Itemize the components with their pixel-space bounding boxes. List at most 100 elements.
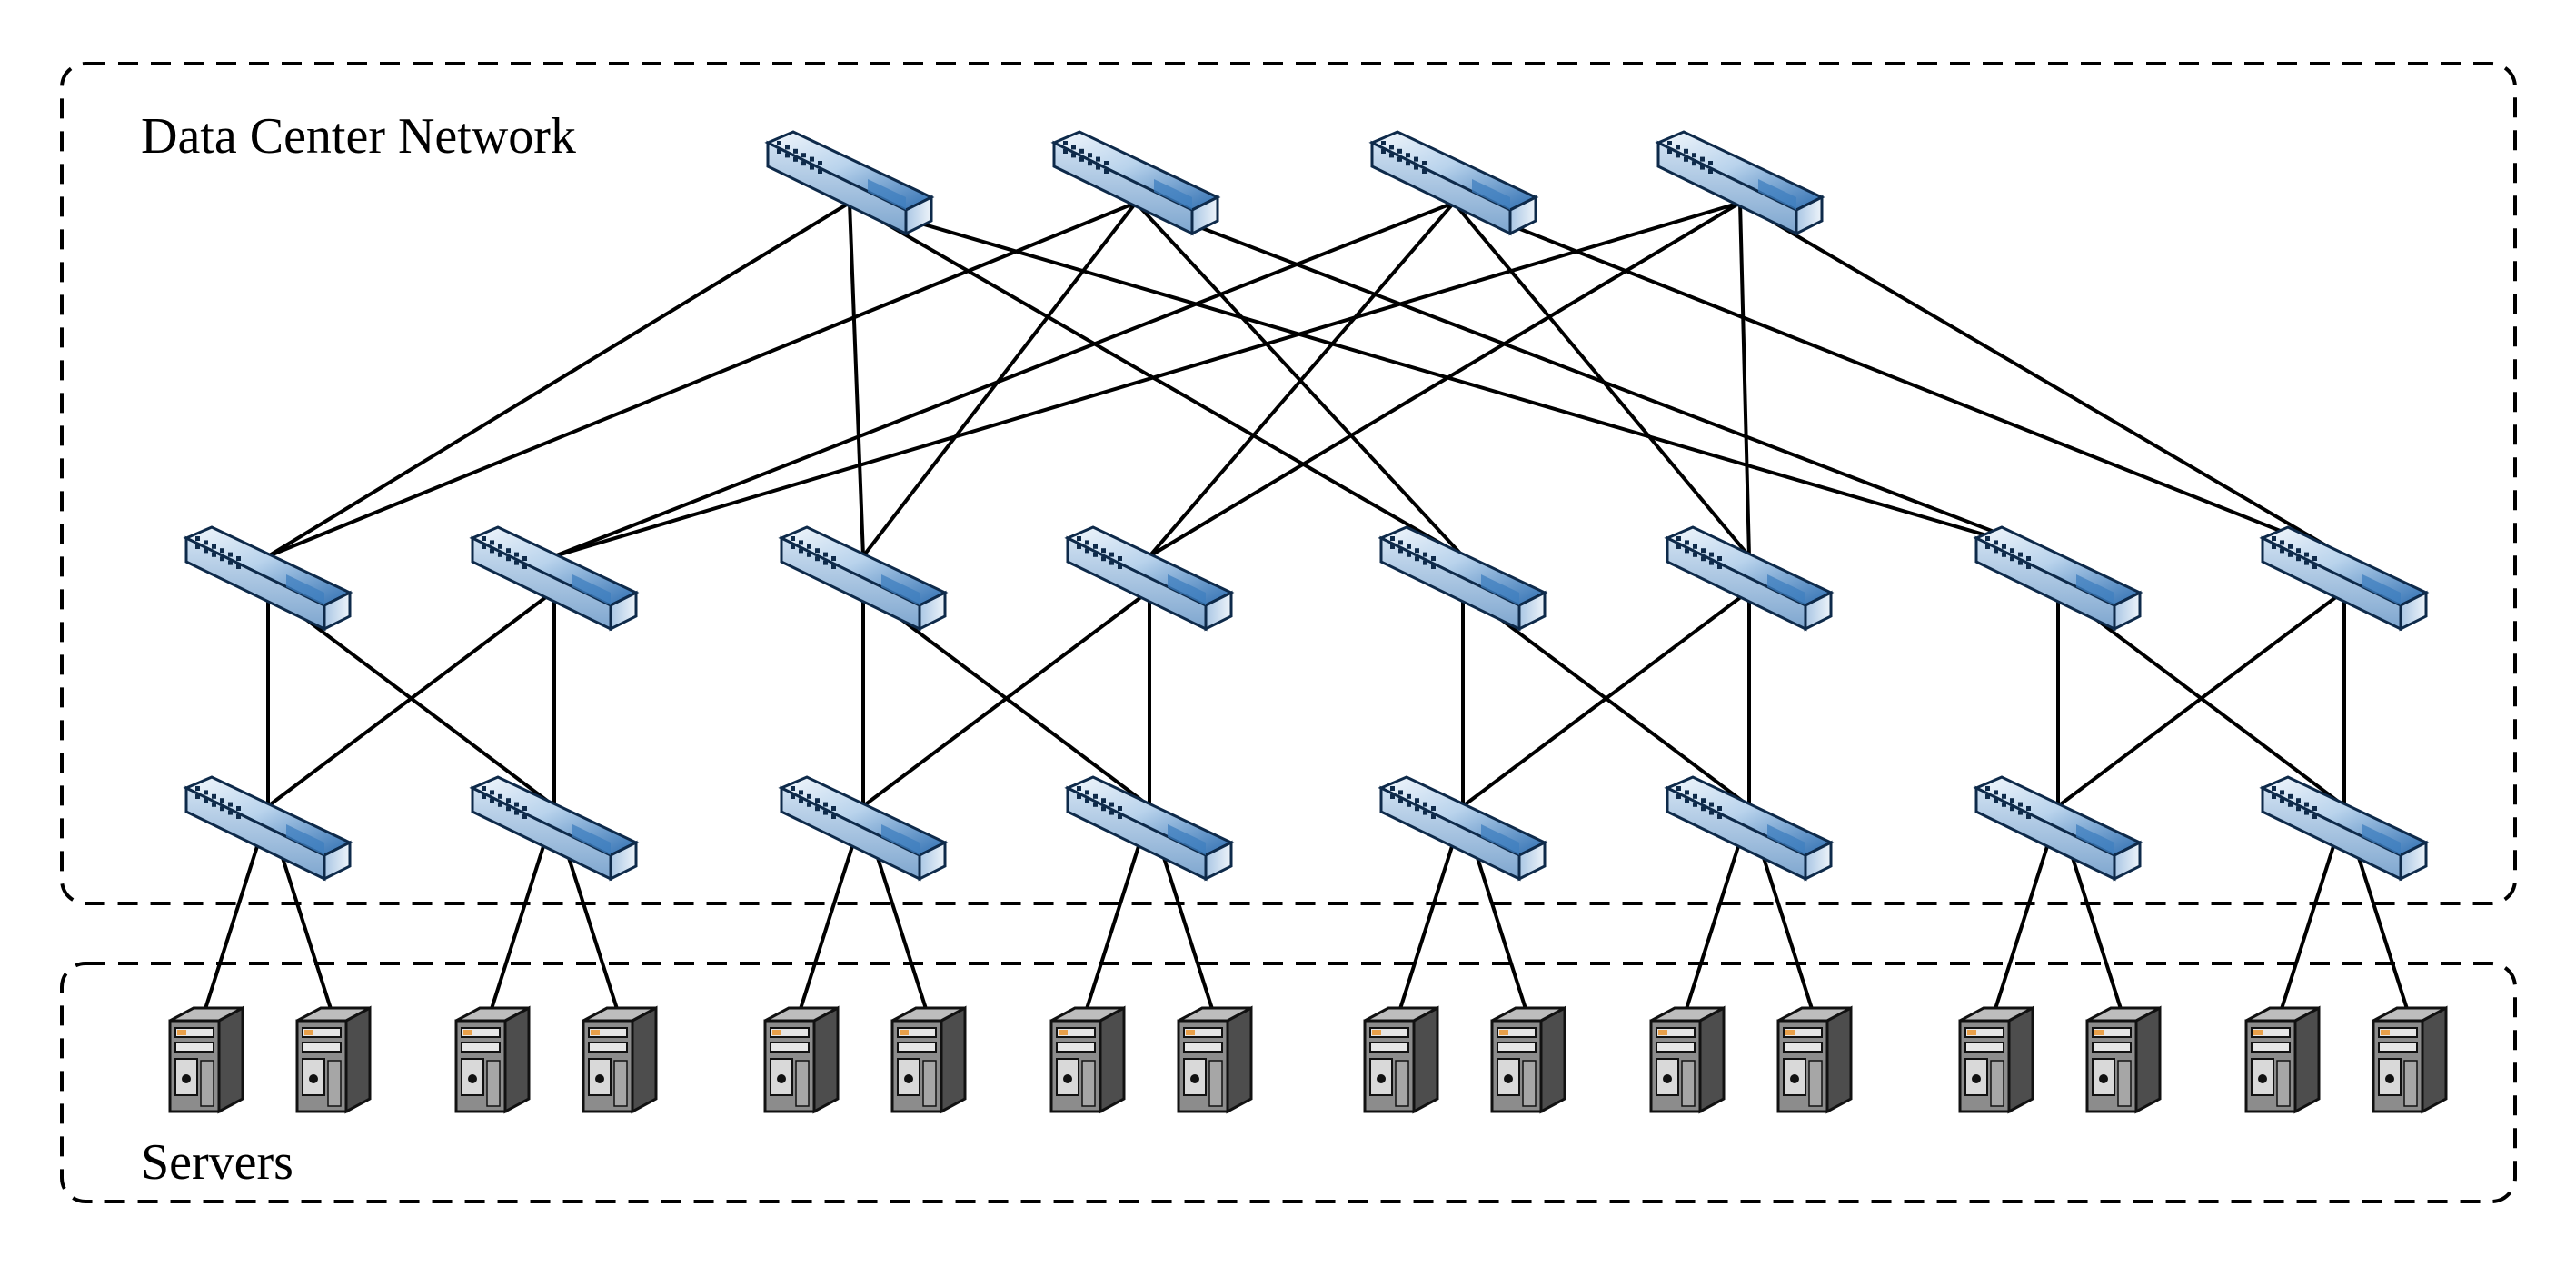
network-switch-icon [1655, 130, 1825, 236]
core-aggregation-link [849, 201, 1464, 558]
edge-server-link [1157, 840, 1215, 1013]
network-nodes [168, 130, 2448, 1114]
edge-switch-p1-2[interactable] [469, 775, 640, 882]
network-switch-icon [778, 525, 949, 632]
server-6[interactable] [890, 1005, 967, 1114]
server-tower-icon [2244, 1005, 2321, 1114]
server-15[interactable] [2244, 1005, 2321, 1114]
network-switch-icon [2259, 525, 2430, 632]
edge-server-link [562, 840, 620, 1013]
edge-server-link [1756, 840, 1815, 1013]
server-tower-icon [890, 1005, 967, 1114]
network-switch-icon [1378, 525, 1548, 632]
network-region-label: Data Center Network [141, 108, 576, 165]
server-tower-icon [1363, 1005, 1439, 1114]
aggregation-switch-p1-1[interactable] [183, 525, 353, 632]
servers-boundary [60, 962, 2517, 1203]
server-10[interactable] [1490, 1005, 1566, 1114]
server-13[interactable] [1958, 1005, 2034, 1114]
network-switch-icon [1064, 525, 1235, 632]
server-tower-icon [582, 1005, 658, 1114]
aggregation-switch-p4-1[interactable] [1973, 525, 2143, 632]
core-aggregation-link [1148, 201, 1742, 558]
core-switch-4[interactable] [1655, 130, 1825, 236]
server-4[interactable] [582, 1005, 658, 1114]
aggregation-switch-p2-2[interactable] [1064, 525, 1235, 632]
aggregation-switch-p3-2[interactable] [1664, 525, 1835, 632]
server-tower-icon [2372, 1005, 2448, 1114]
network-switch-icon [1368, 130, 1539, 236]
core-aggregation-link [1148, 201, 1456, 558]
server-tower-icon [1958, 1005, 2034, 1114]
edge-switch-p3-2[interactable] [1664, 775, 1835, 882]
edge-server-link [2352, 840, 2410, 1013]
network-switch-icon [1664, 775, 1835, 882]
server-tower-icon [168, 1005, 244, 1114]
aggregation-switch-p1-2[interactable] [469, 525, 640, 632]
edge-server-link [1993, 840, 2051, 1013]
edge-server-link [1084, 840, 1142, 1013]
edge-switch-p4-1[interactable] [1973, 775, 2143, 882]
network-boundary [60, 62, 2517, 905]
server-3[interactable] [454, 1005, 531, 1114]
edge-server-link [798, 840, 856, 1013]
server-2[interactable] [295, 1005, 372, 1114]
network-links [203, 201, 2410, 1013]
server-14[interactable] [2085, 1005, 2162, 1114]
aggregation-switch-p3-1[interactable] [1378, 525, 1548, 632]
edge-server-link [1684, 840, 1742, 1013]
edge-server-link [1470, 840, 1528, 1013]
servers-region-label: Servers [141, 1134, 293, 1191]
aggregation-switch-p2-1[interactable] [778, 525, 949, 632]
edge-server-link [203, 840, 261, 1013]
server-tower-icon [763, 1005, 840, 1114]
edge-switch-p2-2[interactable] [1064, 775, 1235, 882]
edge-switch-p2-1[interactable] [778, 775, 949, 882]
aggregation-edge-link [1461, 589, 1751, 808]
edge-server-link [2279, 840, 2337, 1013]
network-switch-icon [1064, 775, 1235, 882]
aggregation-switch-p4-2[interactable] [2259, 525, 2430, 632]
server-5[interactable] [763, 1005, 840, 1114]
network-switch-icon [469, 775, 640, 882]
server-tower-icon [2085, 1005, 2162, 1114]
aggregation-edge-link [266, 589, 556, 808]
core-aggregation-link [553, 201, 1741, 558]
core-aggregation-link [266, 201, 851, 558]
core-switch-3[interactable] [1368, 130, 1539, 236]
core-aggregation-link [1738, 201, 2346, 558]
network-switch-icon [1050, 130, 1221, 236]
core-aggregation-link [1135, 201, 2059, 558]
core-aggregation-link [267, 201, 1137, 558]
server-8[interactable] [1177, 1005, 1253, 1114]
core-aggregation-link [553, 201, 1455, 558]
edge-switch-p4-2[interactable] [2259, 775, 2430, 882]
network-switch-icon [1973, 775, 2143, 882]
edge-server-link [1397, 840, 1456, 1013]
core-aggregation-link [1453, 201, 2345, 558]
server-tower-icon [454, 1005, 531, 1114]
network-switch-icon [183, 525, 353, 632]
server-tower-icon [1177, 1005, 1253, 1114]
edge-switch-p1-1[interactable] [183, 775, 353, 882]
network-switch-icon [469, 525, 640, 632]
network-switch-icon [2259, 775, 2430, 882]
core-switch-1[interactable] [764, 130, 935, 236]
server-1[interactable] [168, 1005, 244, 1114]
server-12[interactable] [1776, 1005, 1853, 1114]
server-tower-icon [1049, 1005, 1126, 1114]
edge-switch-p3-1[interactable] [1378, 775, 1548, 882]
server-tower-icon [1776, 1005, 1853, 1114]
aggregation-edge-link [861, 589, 1151, 808]
server-16[interactable] [2372, 1005, 2448, 1114]
network-switch-icon [1973, 525, 2143, 632]
server-9[interactable] [1363, 1005, 1439, 1114]
server-7[interactable] [1049, 1005, 1126, 1114]
server-tower-icon [1649, 1005, 1726, 1114]
core-switch-2[interactable] [1050, 130, 1221, 236]
core-aggregation-link [1738, 202, 1751, 557]
server-11[interactable] [1649, 1005, 1726, 1114]
server-tower-icon [1490, 1005, 1566, 1114]
server-tower-icon [295, 1005, 372, 1114]
aggregation-edge-link [2056, 589, 2346, 808]
